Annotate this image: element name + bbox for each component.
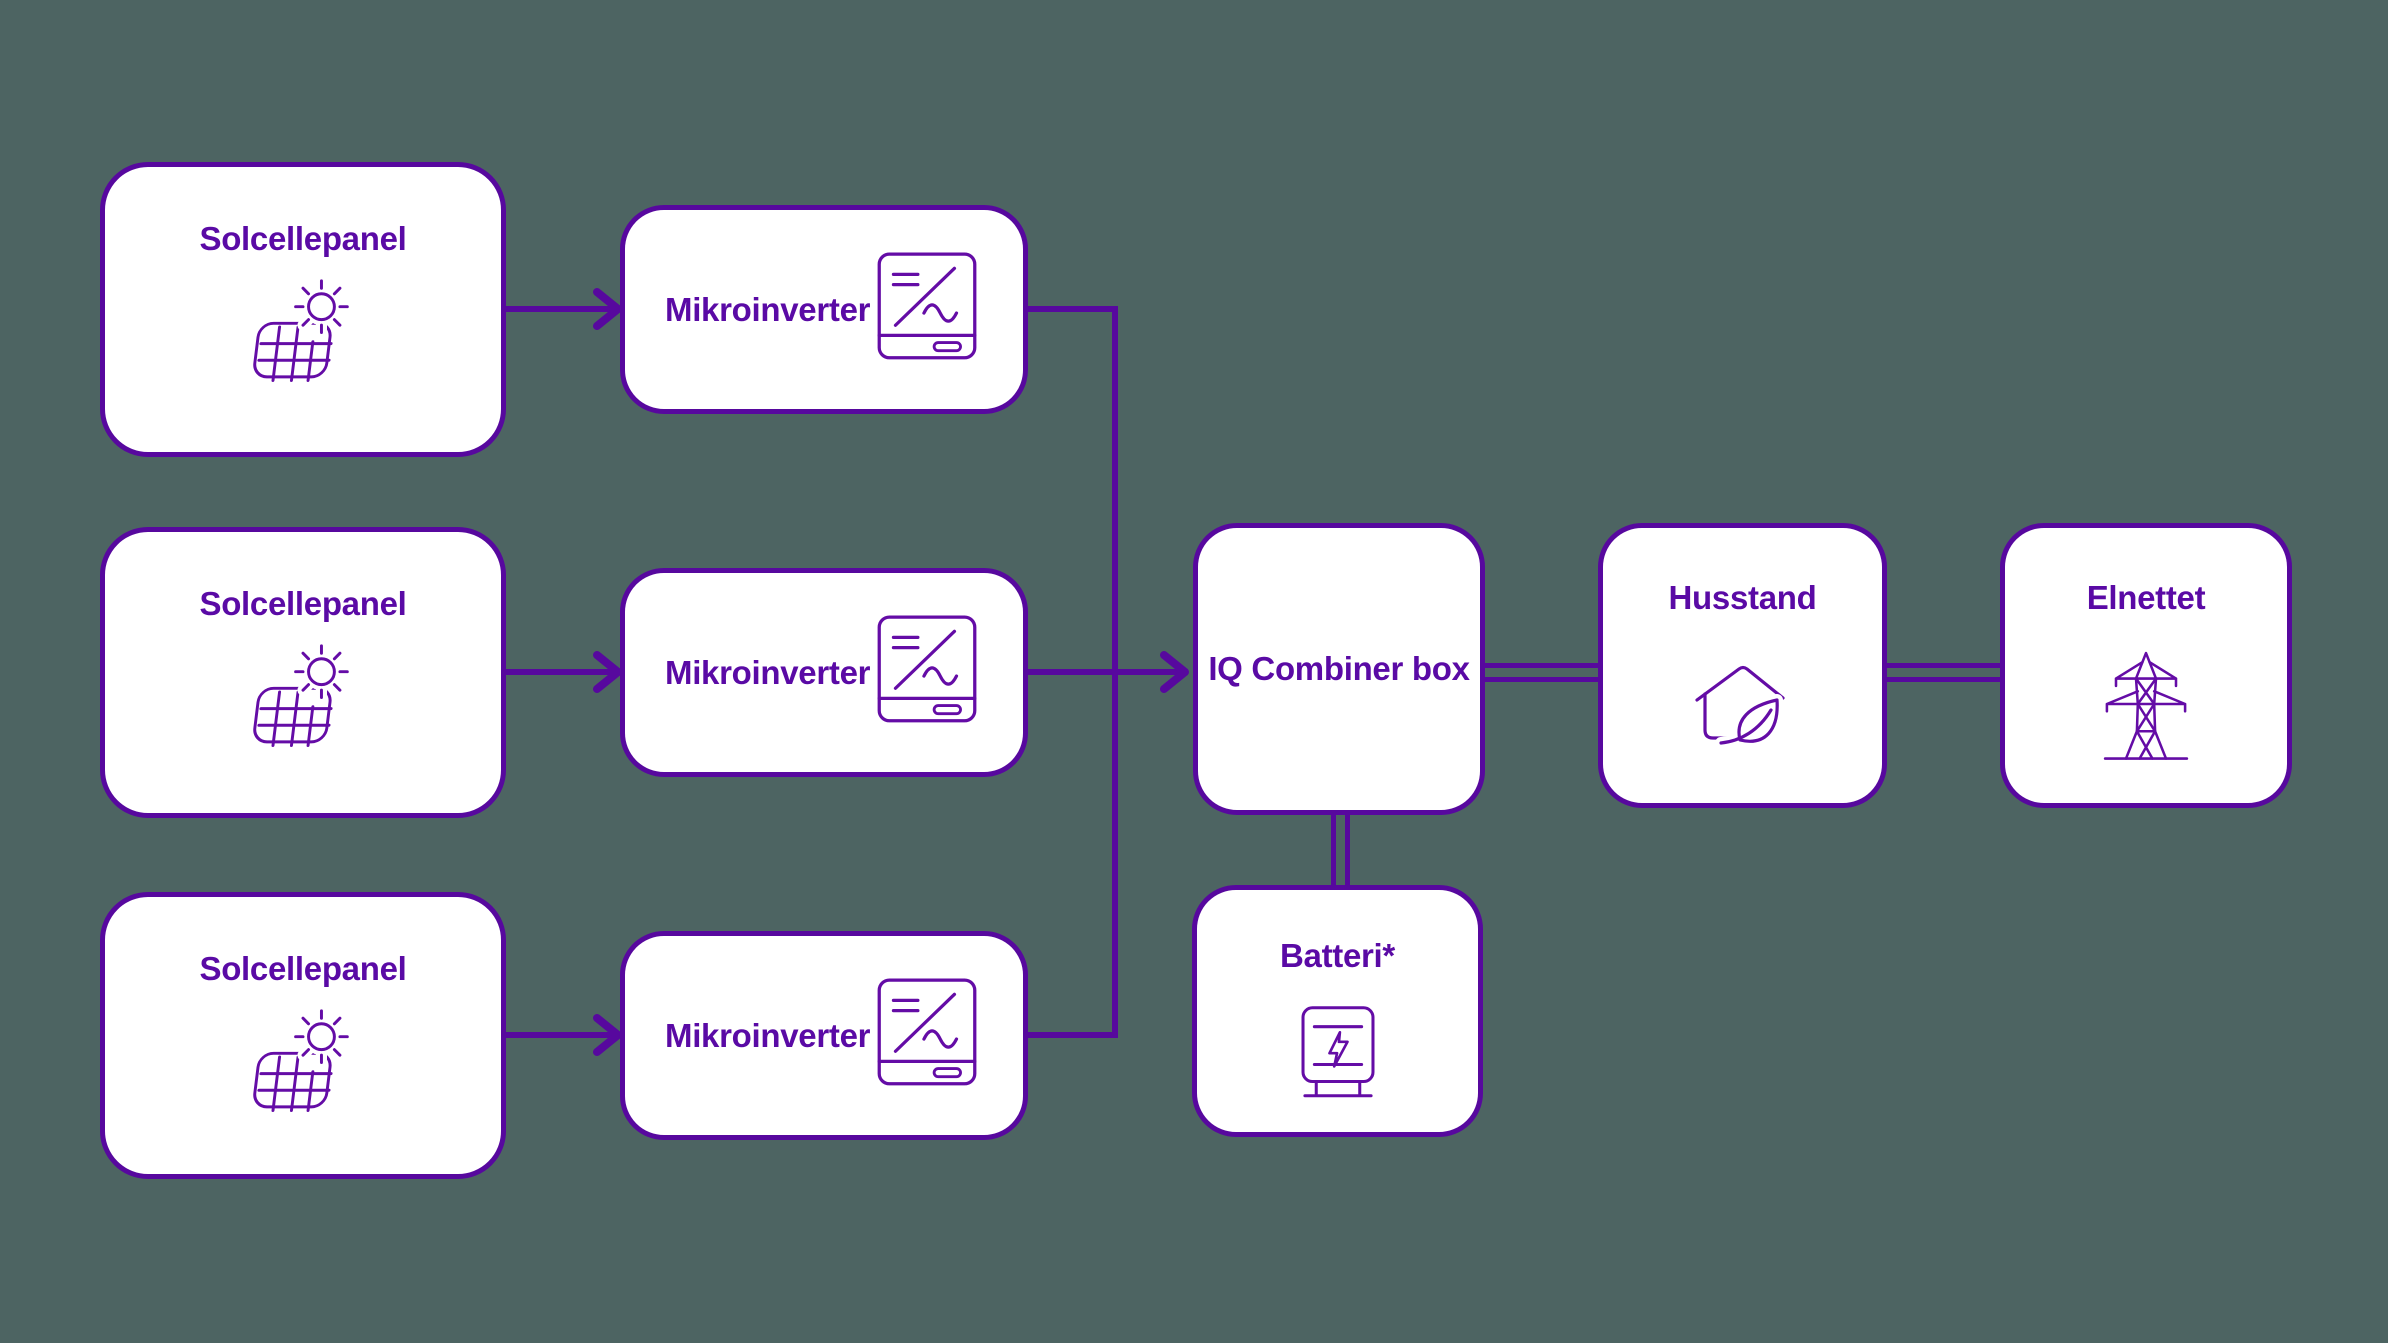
double-line-iq-husstand-bottom <box>1485 677 1598 682</box>
connector-solar3-microinverter3 <box>506 1032 620 1038</box>
node-iq-combiner-box: IQ Combiner box <box>1193 523 1485 815</box>
node-label: Mikroinverter <box>665 1016 871 1054</box>
connector-microinverter1-trunk <box>1028 306 1118 312</box>
double-line-iq-batteri-right <box>1345 815 1350 885</box>
node-label: Solcellepanel <box>199 950 407 987</box>
node-label: Solcellepanel <box>199 585 407 622</box>
node-solcellepanel-2: Solcellepanel <box>100 527 506 818</box>
double-line-iq-husstand-top <box>1485 663 1598 668</box>
connector-microinverter3-trunk <box>1028 1032 1118 1038</box>
node-label: Solcellepanel <box>199 220 407 257</box>
microinverter-icon <box>877 614 977 722</box>
microinverter-icon <box>877 251 977 359</box>
node-elnettet: Elnettet <box>2000 523 2292 808</box>
connector-solar1-microinverter1 <box>506 306 620 312</box>
house-leaf-icon <box>1694 665 1785 749</box>
node-label: Mikroinverter <box>665 653 871 691</box>
node-mikroinverter-2: Mikroinverter <box>620 568 1028 777</box>
node-label: Elnettet <box>2086 579 2206 616</box>
double-line-husstand-elnettet-bottom <box>1887 677 2000 682</box>
power-pylon-icon <box>2103 651 2189 760</box>
arrowhead-icon <box>593 1014 622 1056</box>
arrowhead-icon <box>593 288 622 330</box>
node-husstand: Husstand <box>1598 523 1887 808</box>
node-label: Husstand <box>1668 579 1817 616</box>
node-mikroinverter-1: Mikroinverter <box>620 205 1028 414</box>
microinverter-icon <box>877 977 977 1085</box>
double-line-iq-batteri-left <box>1331 815 1336 885</box>
solar-panel-icon <box>253 279 353 383</box>
double-line-husstand-elnettet-top <box>1887 663 2000 668</box>
node-mikroinverter-3: Mikroinverter <box>620 931 1028 1140</box>
battery-icon <box>1301 1006 1374 1098</box>
node-solcellepanel-3: Solcellepanel <box>100 892 506 1179</box>
node-solcellepanel-1: Solcellepanel <box>100 162 506 457</box>
node-label: IQ Combiner box <box>1208 650 1470 687</box>
solar-panel-icon <box>253 644 353 748</box>
connector-microinverter2-iqcombiner <box>1028 669 1188 675</box>
node-label: Mikroinverter <box>665 290 871 328</box>
arrowhead-icon <box>1160 651 1189 693</box>
solar-panel-icon <box>253 1009 353 1113</box>
arrowhead-icon <box>593 651 622 693</box>
connector-solar2-microinverter2 <box>506 669 620 675</box>
node-batteri: Batteri* <box>1192 885 1483 1137</box>
node-label: Batteri* <box>1280 937 1395 974</box>
